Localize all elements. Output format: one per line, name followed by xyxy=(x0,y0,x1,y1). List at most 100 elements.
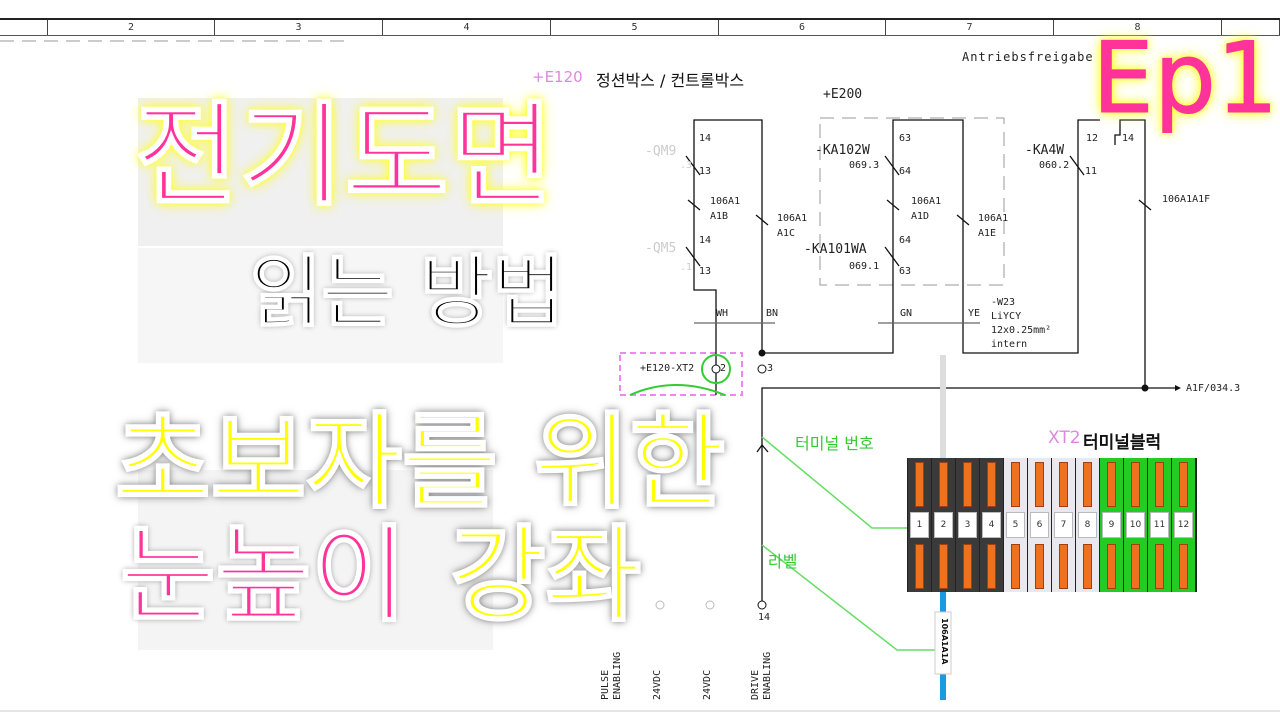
spring-clamp xyxy=(939,462,948,507)
spring-clamp xyxy=(1011,544,1020,589)
e120-tag: +E120 xyxy=(532,68,583,86)
wire-wh xyxy=(693,140,717,395)
cross-reference[interactable]: A1F/034.3 xyxy=(1186,383,1241,394)
pin-label: 14 xyxy=(699,235,712,246)
background-photo xyxy=(138,98,503,246)
background-photo xyxy=(138,470,493,650)
spring-clamp xyxy=(1083,462,1092,507)
ka102w-ref: 069.3 xyxy=(849,160,880,171)
qm5-label: -QM5 xyxy=(645,241,677,256)
spring-clamp xyxy=(963,462,972,507)
terminal-number: 1 xyxy=(910,512,929,538)
ruler-col: 2 xyxy=(48,20,215,35)
spring-clamp xyxy=(1131,544,1140,589)
wire-label: 106A1 A1D xyxy=(911,196,942,222)
wire-label: 106A1A1F xyxy=(1162,194,1211,205)
spring-clamp xyxy=(1131,462,1140,507)
e200-tag: +E200 xyxy=(823,87,863,102)
pin-label: 2 xyxy=(720,363,727,374)
pin-label: 64 xyxy=(899,166,912,177)
wire-middle xyxy=(762,119,1079,354)
spring-clamp xyxy=(1035,462,1044,507)
spring-clamp xyxy=(987,462,996,507)
terminal: 3 xyxy=(956,458,979,592)
wire-ka4w xyxy=(1077,119,1100,130)
junction-dot xyxy=(758,349,766,357)
terminal-dot xyxy=(757,364,767,374)
ruler-col xyxy=(0,20,48,35)
spring-clamp xyxy=(915,462,924,507)
pin-label: 13 xyxy=(699,166,712,177)
spring-clamp xyxy=(1155,462,1164,507)
pin-label: 3 xyxy=(767,363,774,374)
spring-clamp xyxy=(963,544,972,589)
spring-clamp xyxy=(1155,544,1164,589)
terminal: 2 xyxy=(932,458,955,592)
episode-badge: Ep1 xyxy=(1091,22,1279,136)
pin-label: 63 xyxy=(899,266,912,277)
spring-clamp xyxy=(939,544,948,589)
headline-beginner: 초보자를 위한 xyxy=(114,401,726,523)
terminal-block-title: 터미널블럭 xyxy=(1083,433,1162,453)
core-label: GN xyxy=(900,308,913,319)
terminal: 7 xyxy=(1052,458,1075,592)
pin-label: 14 xyxy=(699,133,712,144)
terminal: 10 xyxy=(1124,458,1147,592)
ka4w-label: -KA4W xyxy=(1025,143,1065,158)
terminal: 11 xyxy=(1148,458,1171,592)
signal-label: DRIVE ENABLING xyxy=(750,651,773,700)
xt2-label: +E120-XT2 xyxy=(640,363,695,374)
wire-label: 106A1 A1C xyxy=(777,213,808,239)
signal-label: 24VDC xyxy=(652,669,663,700)
headline-subtitle: 읽는 방법 xyxy=(249,248,565,338)
terminal-dot xyxy=(711,364,721,374)
terminal-number-annotation: 터미널 번호 xyxy=(795,434,874,453)
terminal-number: 7 xyxy=(1054,512,1073,538)
wire-bus xyxy=(761,387,1175,605)
ruler-col: 5 xyxy=(551,20,719,35)
page-title: Antriebsfreigabe xyxy=(962,50,1094,64)
qm5-ref: .1 xyxy=(680,262,693,273)
spring-clamp xyxy=(1011,462,1020,507)
wire-left-loop xyxy=(693,119,763,353)
pin-label: 13 xyxy=(699,266,712,277)
terminal: 6 xyxy=(1028,458,1051,592)
cable-label: -W23 LiYCY 12x0.25mm² intern xyxy=(991,297,1052,350)
headline-level: 눈높이 xyxy=(119,514,408,636)
spring-clamp xyxy=(1083,544,1092,589)
terminal: 1 xyxy=(908,458,931,592)
column-ruler: 2 3 4 5 6 7 8 xyxy=(0,18,1280,36)
highlight-circle xyxy=(701,354,731,384)
headline-title: 전기도면 xyxy=(134,91,556,221)
ruler-col: 3 xyxy=(215,20,383,35)
terminal-number: 3 xyxy=(958,512,977,538)
background-photo xyxy=(138,248,503,363)
ka101wa-ref: 069.1 xyxy=(849,261,880,272)
terminal: 4 xyxy=(980,458,1003,592)
xt2-highlight-box xyxy=(619,352,743,396)
wire-marker-text: 106A1A1A xyxy=(940,618,949,665)
terminal-number: 8 xyxy=(1078,512,1097,538)
spring-clamp xyxy=(1179,462,1188,507)
pin-label: 63 xyxy=(899,133,912,144)
wire-marker xyxy=(934,611,952,675)
ruler-col: 7 xyxy=(886,20,1054,35)
ka102w-label: -KA102W xyxy=(815,143,870,158)
xt2-tag: XT2 xyxy=(1048,428,1081,448)
terminal-number: 5 xyxy=(1006,512,1025,538)
ruler-col: 6 xyxy=(719,20,886,35)
label-annotation: 라벨 xyxy=(768,552,798,571)
spring-clamp xyxy=(915,544,924,589)
wire-a1f xyxy=(1114,119,1146,388)
qm9-ref: .3 xyxy=(680,160,693,171)
spring-clamp xyxy=(1107,544,1116,589)
pin-label: 12 xyxy=(1086,133,1099,144)
spring-clamp xyxy=(1107,462,1116,507)
terminal-number: 6 xyxy=(1030,512,1049,538)
core-label: WH xyxy=(716,308,729,319)
terminal: 9 xyxy=(1100,458,1123,592)
core-label: YE xyxy=(968,308,981,319)
wire-label: 106A1 A1B xyxy=(710,196,741,222)
wire-label: 106A1 A1E xyxy=(978,213,1009,239)
